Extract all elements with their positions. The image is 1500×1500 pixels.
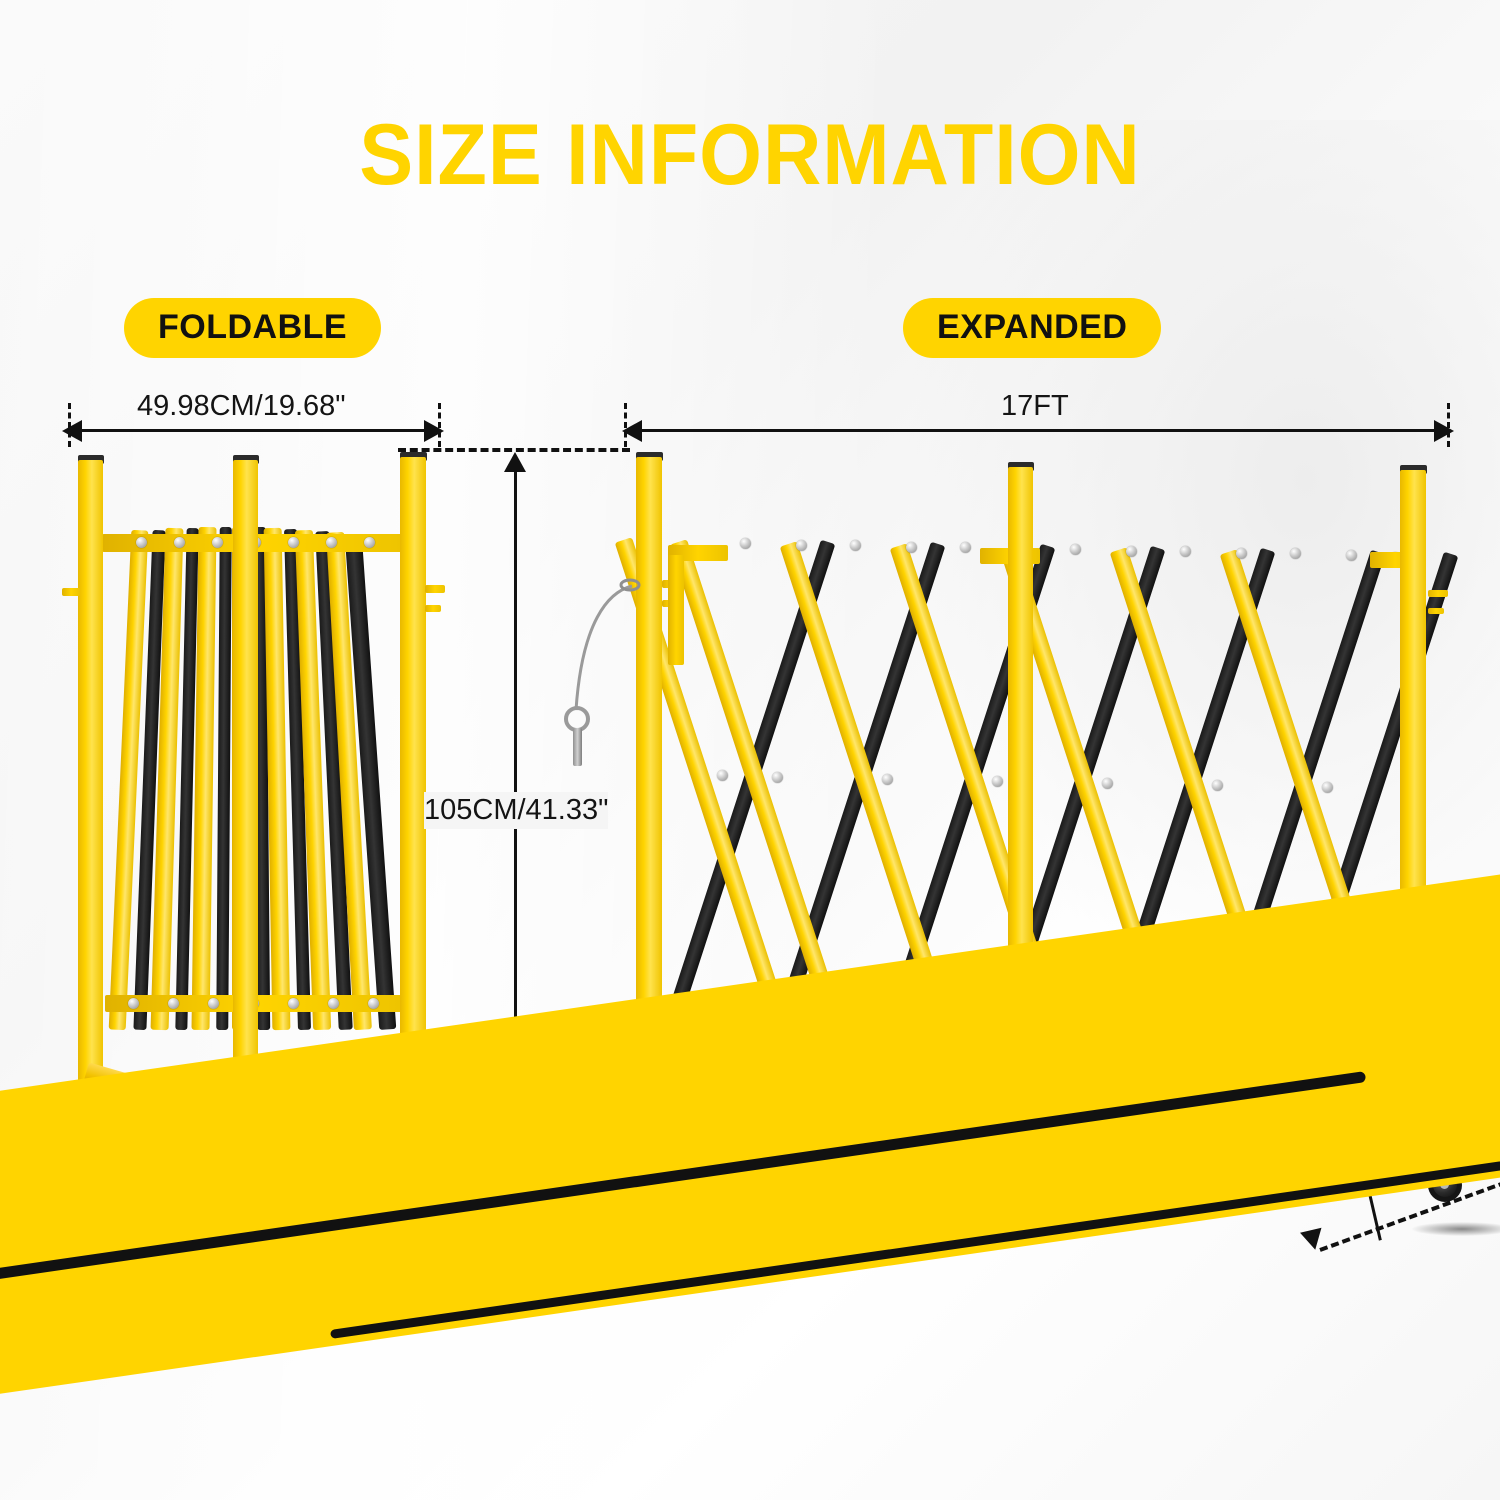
badge-expanded: EXPANDED: [903, 298, 1162, 358]
arrow-right-icon: [1434, 420, 1454, 442]
arrow-up-icon: [504, 452, 526, 472]
height-label: 105CM/41.33": [424, 792, 609, 829]
folded-post-middle: [233, 460, 258, 1150]
badge-foldable: FOLDABLE: [124, 298, 382, 358]
arrow-left-icon: [62, 420, 82, 442]
arrow-right-icon: [424, 420, 444, 442]
key-icon: [573, 728, 582, 766]
folded-post-left: [78, 460, 103, 1150]
folded-width-label: 49.98CM/19.68": [137, 390, 346, 422]
expanded-width-label: 17FT: [1001, 390, 1069, 422]
key-lanyard: [556, 578, 652, 766]
arrow-left-icon: [622, 420, 642, 442]
page-title: SIZE INFORMATION: [359, 107, 1141, 203]
